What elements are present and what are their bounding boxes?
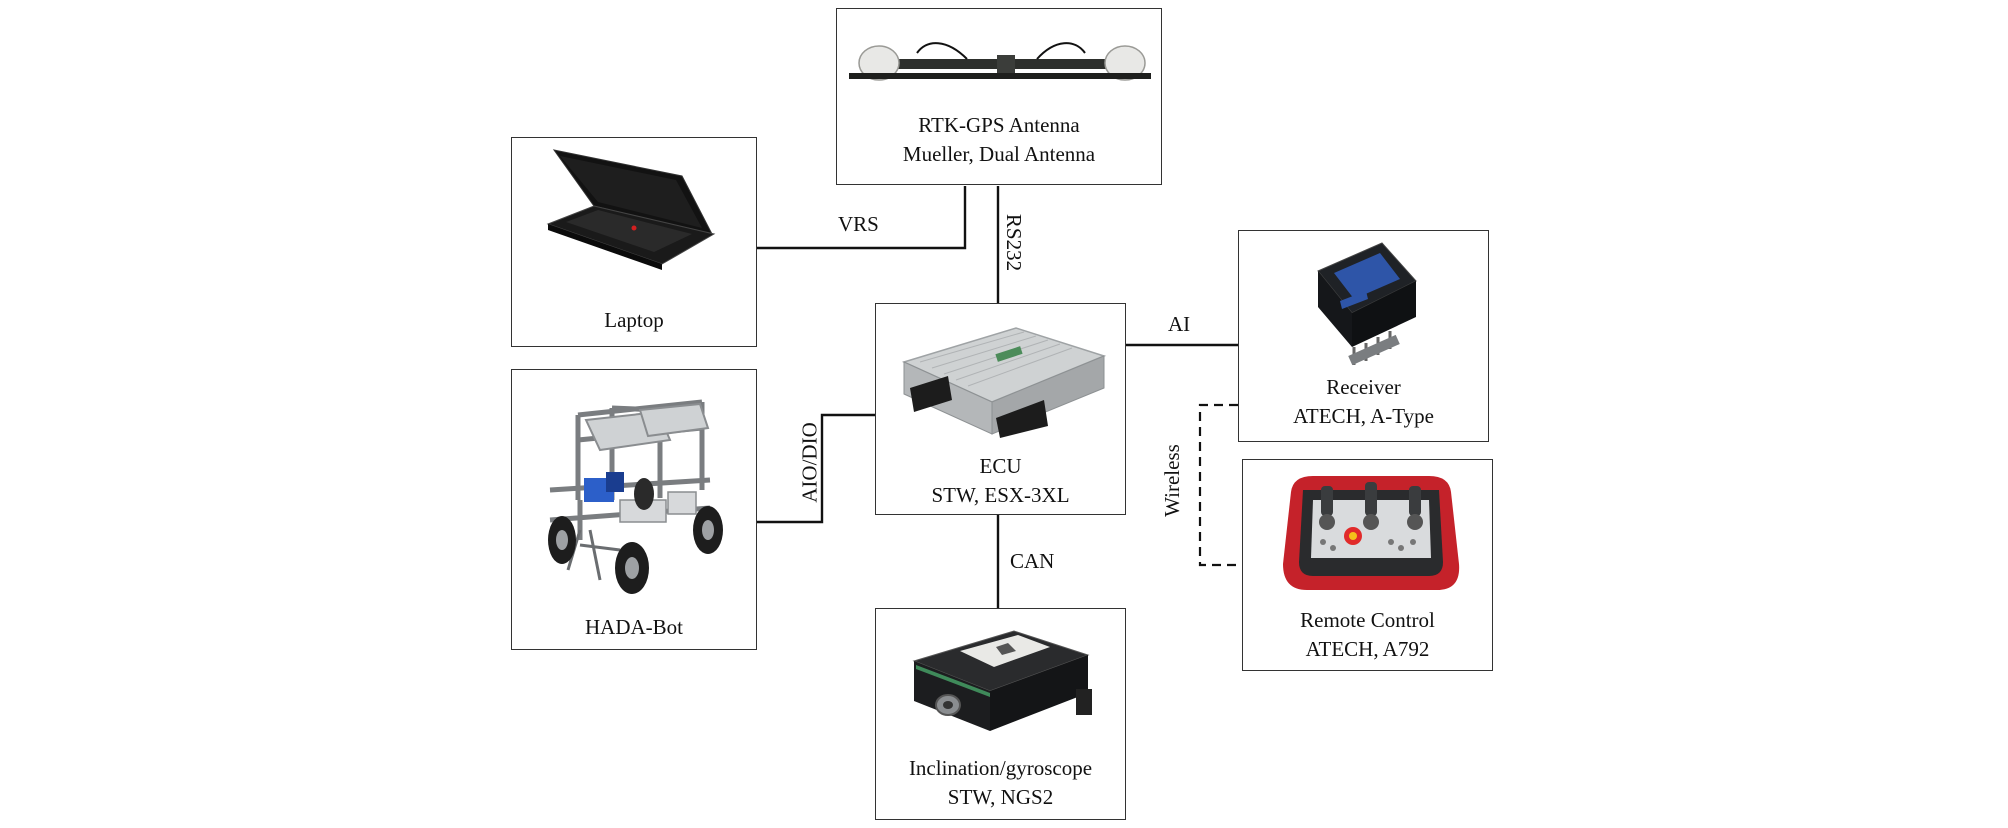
receiver-title: Receiver [1326,375,1401,399]
hada-bot-image [548,399,723,594]
inclination-subtitle: STW, NGS2 [947,785,1054,809]
remote-control-image [1283,476,1460,590]
gps-title: RTK-GPS Antenna [918,113,1080,137]
can-label: CAN [1010,549,1055,573]
wireless-link [1198,403,1242,567]
receiver-node[interactable]: Receiver ATECH, A-Type [1238,230,1489,442]
receiver-subtitle: ATECH, A-Type [1293,404,1434,428]
inclination-gyroscope-node[interactable]: Inclination/gyroscope STW, NGS2 [875,608,1126,820]
ecu-title: ECU [979,454,1022,478]
ecu-node[interactable]: ECU STW, ESX-3XL [875,303,1126,515]
inclination-sensor-image [912,630,1092,731]
receiver-image [1317,242,1417,366]
ecu-subtitle: STW, ESX-3XL [931,483,1070,507]
hada-bot-node[interactable]: HADA-Bot [511,369,757,650]
gps-subtitle: Mueller, Dual Antenna [902,142,1096,166]
remote-control-subtitle: ATECH, A792 [1305,637,1430,661]
remote-control-title: Remote Control [1300,608,1435,632]
laptop-title: Laptop [604,308,664,332]
laptop-node[interactable]: Laptop [511,137,757,347]
ai-label: AI [1168,312,1191,336]
aio-dio-link [757,413,875,524]
remote-control-node[interactable]: Remote Control ATECH, A792 [1242,459,1493,671]
ecu-image [901,327,1107,438]
vrs-label: VRS [838,212,879,236]
gps-antenna-image [849,42,1151,81]
inclination-title: Inclination/gyroscope [908,756,1093,780]
aio-dio-label: AIO/DIO [797,422,822,503]
gps-antenna-node[interactable]: RTK-GPS Antenna Mueller, Dual Antenna [836,8,1162,185]
laptop-image [546,149,716,270]
vrs-link [757,186,967,250]
wireless-label: Wireless [1159,444,1184,517]
rs232-label: RS232 [1002,213,1027,272]
hada-bot-title: HADA-Bot [585,615,683,639]
